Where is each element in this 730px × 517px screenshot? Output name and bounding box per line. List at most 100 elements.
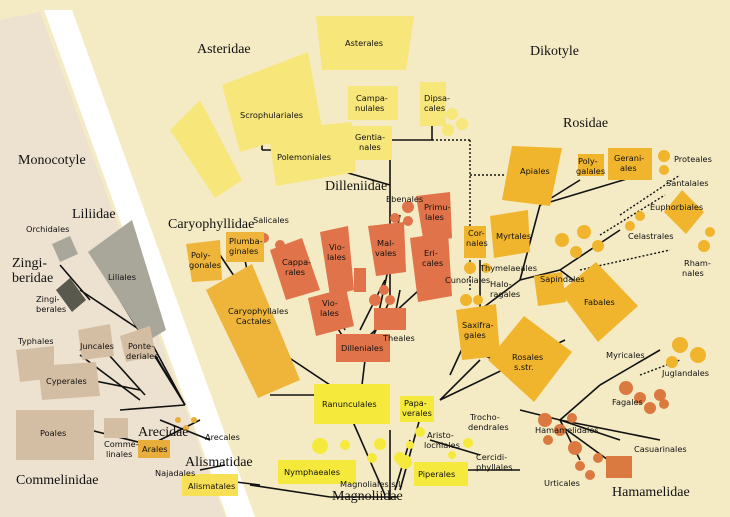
label-fabales: Fabales — [584, 297, 615, 307]
label-polygonales-1: Poly- — [191, 250, 211, 260]
label-capparales-1: Cappa- — [282, 257, 311, 267]
polygalales-shape — [578, 154, 604, 176]
label-theales: Theales — [382, 333, 415, 343]
arales-shape — [138, 440, 170, 458]
label-juncales: Juncales — [79, 341, 114, 351]
label-dipsacales-2: cales — [424, 103, 445, 113]
label-cornales-1: Cor- — [468, 228, 485, 238]
label-urticales: Urticales — [544, 478, 580, 488]
label-proteales: Proteales — [674, 154, 712, 164]
label-malvales-1: Mal- — [377, 238, 394, 248]
label-asterales: Asterales — [345, 38, 383, 48]
label-saxifragales-2: gales — [464, 330, 486, 340]
dipsacales-shape — [420, 82, 446, 126]
label-ebenales: Ebenales — [386, 194, 423, 204]
asteridae-title: Asteridae — [197, 42, 251, 57]
liliidae-title: Liliidae — [72, 207, 116, 222]
label-magnoliales: Magnoliales s.l. — [340, 479, 403, 489]
rosales-shape — [488, 316, 572, 402]
label-thymelaeales: Thymelaeales — [479, 263, 537, 273]
sapindales-shape — [534, 272, 566, 306]
rosidae-shapes — [456, 146, 715, 402]
ericales-shape — [410, 232, 452, 302]
label-plumbaginales-1: Plumba- — [229, 236, 263, 246]
juncales-shape — [78, 324, 114, 360]
label-poales: Poales — [40, 428, 66, 438]
fabales-shape — [560, 262, 638, 342]
scroph-left-shape — [170, 100, 242, 198]
label-gentianales-2: nales — [359, 142, 381, 152]
violales-2-shape — [308, 288, 354, 336]
violales-1-shape — [320, 226, 354, 296]
campanulales-shape — [348, 86, 398, 120]
geraniales-shape — [608, 148, 652, 180]
label-rosales-2: s.str. — [514, 362, 534, 372]
label-arales: Arales — [142, 444, 168, 454]
alismatales-shape — [182, 474, 238, 496]
hamamelidae-shapes — [538, 381, 669, 480]
primulales-shape — [416, 192, 452, 244]
label-primulales-2: lales — [425, 212, 444, 222]
dilleniales-shape — [336, 334, 390, 362]
label-rhamnales-2: nales — [682, 268, 704, 278]
label-aristolochiales-2: lochiales — [424, 440, 460, 450]
label-fagales: Fagales — [612, 397, 643, 407]
label-ericales-1: Eri- — [424, 248, 438, 258]
label-cornales-2: nales — [466, 238, 488, 248]
label-polygonales-2: gonales — [189, 260, 221, 270]
euphorbiales-shape — [664, 190, 704, 234]
monocot-shapes — [16, 220, 238, 496]
label-typhales: Typhales — [17, 336, 54, 346]
label-sapindales: Sapindales — [540, 274, 585, 284]
theales-shape — [374, 308, 406, 330]
dikotyle-title: Dikotyle — [530, 44, 579, 59]
label-papaverales-1: Papa- — [404, 398, 427, 408]
cornales-shape — [464, 226, 486, 258]
label-juglandales: Juglandales — [661, 368, 709, 378]
zingiberidae-title-1: Zingi- — [12, 256, 47, 271]
saxifragales-shape — [456, 304, 500, 360]
myrtales-shape — [490, 210, 530, 258]
label-ericales-2: cales — [422, 258, 443, 268]
label-saxifragales-1: Saxifra- — [462, 320, 494, 330]
asterales-shape — [316, 16, 414, 70]
small-order-shape — [354, 268, 366, 292]
label-papaverales-2: verales — [402, 408, 432, 418]
commelinales-shape — [104, 418, 128, 438]
papaverales-shape — [400, 396, 434, 422]
label-liliales: Liliales — [108, 272, 136, 282]
rosidae-title: Rosidae — [563, 116, 608, 131]
alismatidae-title: Alismatidae — [185, 455, 253, 470]
label-polygalales-2: galales — [576, 166, 605, 176]
caryophyllidae-title: Caryophyllidae — [168, 217, 254, 232]
label-dipsacales-1: Dipsa- — [424, 93, 450, 103]
label-trochodendrales-2: dendrales — [468, 422, 509, 432]
label-haloragales-1: Halo- — [490, 279, 512, 289]
magnoliidae-shapes — [278, 384, 473, 486]
label-hamamelidales: Hamamelidales — [535, 425, 599, 435]
monocotyle-title: Monocotyle — [18, 153, 86, 168]
label-myricales: Myricales — [606, 350, 645, 360]
capparales-shape — [270, 238, 320, 300]
label-plumbaginales-2: ginales — [229, 246, 258, 256]
label-campanulales-1: Campa- — [356, 93, 388, 103]
label-apiales: Apiales — [520, 166, 550, 176]
liliales-shape — [88, 220, 166, 342]
label-piperales: Piperales — [418, 469, 455, 479]
order-labels: Asterales Campa- nulales Gentia- nales D… — [17, 38, 712, 491]
malvales-shape — [368, 222, 406, 276]
label-rhamnales-1: Rham- — [684, 258, 711, 268]
label-geraniales-1: Gerani- — [614, 153, 644, 163]
orchidales-shape — [52, 236, 78, 262]
commelinidae-title: Commelinidae — [16, 473, 98, 488]
label-cercidiphyllales-1: Cercidi- — [476, 452, 507, 462]
dilleniidae-title: Dilleniidae — [325, 179, 387, 194]
label-dilleniales: Dilleniales — [341, 343, 383, 353]
plumbaginales-shape — [226, 232, 264, 262]
label-violales-2-1: Vio- — [322, 298, 338, 308]
piperales-shape — [414, 462, 468, 486]
label-violales-1-1: Vio- — [329, 242, 345, 252]
dilleniidae-shapes — [259, 192, 452, 362]
label-cercidiphyllales-2: phyllales — [476, 462, 512, 472]
polemoniales-shape — [268, 122, 356, 186]
